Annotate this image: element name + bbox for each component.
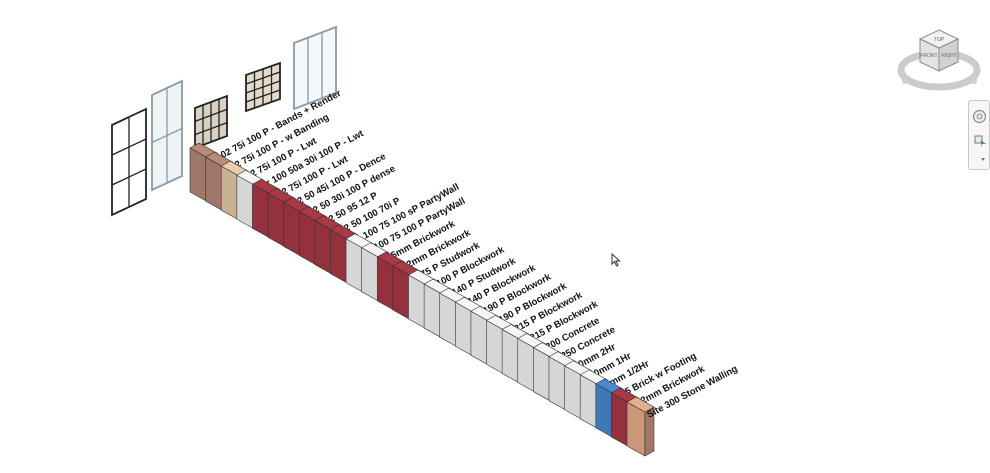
window-families (111, 25, 337, 217)
wall-top (626, 396, 655, 413)
compass-marker-icon[interactable] (971, 78, 977, 84)
window-transom (245, 89, 281, 103)
viewcube[interactable]: TOP FRONT RIGHT (895, 25, 983, 100)
window-transom (151, 127, 183, 144)
window-transom (245, 71, 281, 85)
viewcube-right-label: RIGHT (941, 53, 957, 59)
window-transom (111, 168, 147, 186)
window-transom (194, 108, 228, 122)
window-transom (245, 80, 281, 94)
window-transom (111, 138, 147, 156)
viewcube-front-label: FRONT (920, 53, 937, 59)
steering-wheel-icon[interactable] (972, 109, 987, 124)
window-family[interactable] (151, 79, 183, 192)
window-family[interactable] (293, 25, 337, 111)
window-family[interactable] (245, 61, 281, 113)
home-icon[interactable] (902, 78, 908, 84)
window-family[interactable] (111, 107, 147, 217)
navigation-bar (968, 100, 990, 170)
mouse-cursor-icon (611, 253, 621, 267)
window-family[interactable] (194, 94, 228, 150)
window-transom (194, 122, 228, 136)
navbar-menu-icon[interactable] (972, 153, 987, 168)
viewcube-right-face[interactable] (938, 38, 959, 72)
viewcube-top-label: TOP (934, 37, 945, 43)
zoom-icon[interactable] (972, 133, 987, 148)
